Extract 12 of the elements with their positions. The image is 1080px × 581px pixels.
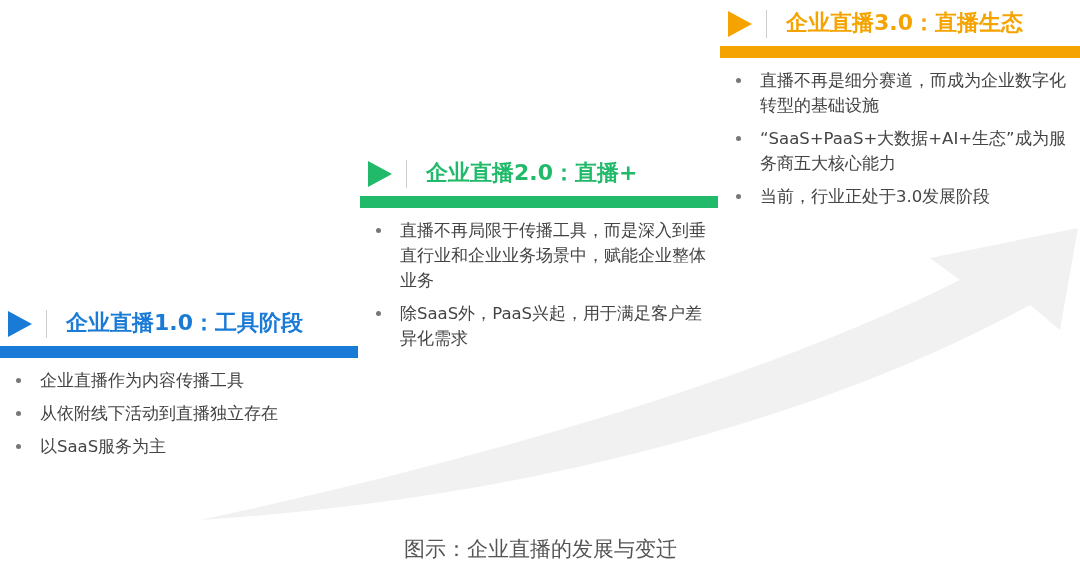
bullet-text: 从依附线下活动到直播独立存在 — [40, 404, 278, 423]
stage-title: 企业直播1.0：工具阶段 — [66, 309, 303, 337]
bullet-text: 企业直播作为内容传播工具 — [40, 371, 244, 390]
stage-title: 企业直播2.0：直播+ — [426, 159, 638, 187]
stage-title: 企业直播3.0：直播生态 — [786, 9, 1023, 37]
bullet-text: “SaaS+PaaS+大数据+AI+生态”成为服务商五大核心能力 — [760, 129, 1066, 173]
bullet-text: 除SaaS外，PaaS兴起，用于满足客户差异化需求 — [400, 304, 703, 348]
bullet-text: 以SaaS服务为主 — [40, 437, 167, 456]
bullet-text: 当前，行业正处于3.0发展阶段 — [760, 187, 991, 206]
caption: 图示：企业直播的发展与变迁 — [402, 536, 678, 563]
bullet-text: 直播不再局限于传播工具，而是深入到垂直行业和企业业务场景中，赋能企业整体业务 — [400, 221, 706, 290]
bullet-text: 直播不再是细分赛道，而成为企业数字化转型的基础设施 — [760, 71, 1066, 115]
